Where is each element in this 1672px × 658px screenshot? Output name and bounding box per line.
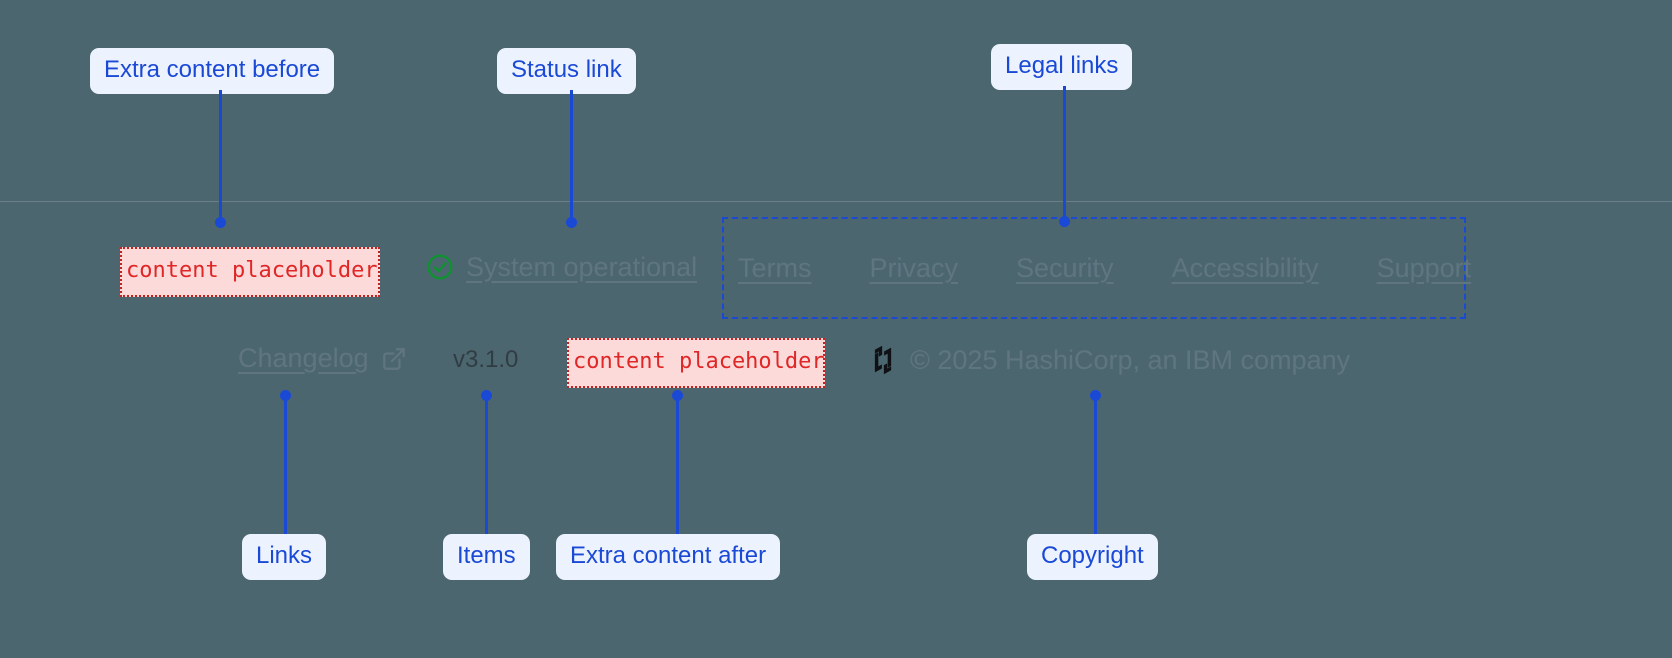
placeholder-content-after: content placeholder [567,338,825,388]
callout-items: Items [443,534,530,580]
connector-dot-items [481,390,492,401]
status-link-label: System operational [466,251,698,282]
legal-link-privacy[interactable]: Privacy [869,253,959,283]
callout-links: Links [242,534,327,580]
connector-links [284,396,287,534]
callout-extra-content-before: Extra content before [90,48,335,94]
copyright-row: © 2025 HashiCorp, an IBM company [868,344,1350,376]
legal-link-accessibility[interactable]: Accessibility [1171,253,1319,283]
changelog-link[interactable]: Changelog [238,345,407,372]
connector-status-link [570,90,573,222]
legal-link-terms[interactable]: Terms [738,253,812,283]
callout-extra-content-after: Extra content after [556,534,781,580]
footer-band [0,201,1672,658]
placeholder-content-before: content placeholder [120,247,380,297]
connector-dot-status-link [566,217,577,228]
legal-link-support[interactable]: Support [1376,253,1472,283]
check-circle-icon [425,252,455,282]
status-link[interactable]: System operational [425,252,697,282]
connector-extra-content-before [219,90,222,222]
callout-status-link: Status link [497,48,636,94]
external-link-icon [381,346,407,372]
callout-legal-links: Legal links [991,44,1133,90]
connector-extra-content-after [676,396,679,534]
connector-legal-links [1063,86,1066,222]
connector-copyright [1094,396,1097,534]
copyright-text: © 2025 HashiCorp, an IBM company [910,344,1351,375]
connector-items [485,396,488,534]
legal-links-region-highlight [722,217,1466,319]
connector-dot-extra-content-after [672,390,683,401]
legal-links-list: Terms Privacy Security Accessibility Sup… [738,255,1471,282]
version-label: v3.1.0 [453,346,519,373]
connector-dot-extra-content-before [215,217,226,228]
connector-dot-copyright [1090,390,1101,401]
callout-copyright: Copyright [1027,534,1158,580]
changelog-label: Changelog [238,343,369,373]
hashicorp-logo-icon [868,344,898,376]
legal-link-security[interactable]: Security [1016,253,1114,283]
connector-dot-links [280,390,291,401]
connector-dot-legal-links [1059,216,1070,227]
